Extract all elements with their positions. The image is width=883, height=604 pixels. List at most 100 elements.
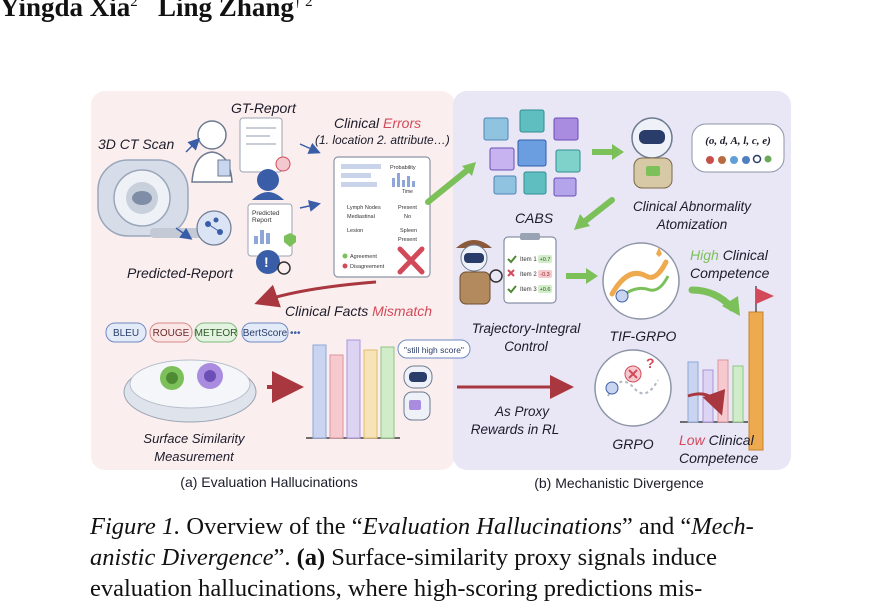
clinical-errors-title: Clinical Errors — [334, 115, 421, 131]
error-cross-icon — [397, 246, 425, 275]
report-row: Mediastinal No — [347, 214, 411, 220]
warning-person-icon: ! — [256, 250, 291, 275]
metric-bleu: BLEU — [113, 328, 139, 339]
caption-line-1: Figure 1. Overview of the “Evaluation Ha… — [90, 511, 810, 542]
right-panel-caption: (b) Mechanistic Divergence — [534, 475, 704, 491]
metrics-more: ••• — [290, 328, 301, 339]
competence-bar — [732, 365, 744, 423]
detective-icon — [456, 240, 503, 305]
metric-meteor: METEOR — [195, 328, 238, 339]
predicted-doc-line2: Report — [252, 217, 272, 224]
score-bar — [329, 354, 344, 439]
low-rest: Clinical — [709, 432, 755, 448]
high-competence-label: Competence — [690, 265, 770, 281]
metric-pills: BLEU ROUGE METEOR BertScore ••• — [105, 322, 301, 343]
mismatch-word: Mismatch — [372, 303, 432, 319]
clinical-errors-note: (1. location 2. attribute…) — [315, 133, 450, 147]
svg-text:Present: Present — [398, 237, 417, 243]
metric-pill — [105, 322, 147, 343]
arrow-to-low — [687, 388, 726, 416]
clinical-errors-word: Errors — [383, 115, 421, 131]
author-affiliation: 2 — [130, 0, 138, 10]
atomization-icons — [706, 154, 772, 164]
clinical-facts-mismatch-label: Clinical Facts Mismatch — [285, 303, 432, 319]
low-word: Low — [679, 432, 706, 448]
similarity-dish-icon — [123, 359, 257, 423]
ct-scanner-icon — [97, 159, 210, 238]
mismatch-arrow — [254, 280, 377, 308]
svg-text:Lymph Nodes: Lymph Nodes — [347, 205, 381, 211]
gt-report-icon — [239, 117, 291, 200]
predicted-doc-line1: Predicted — [252, 210, 280, 217]
report-row: Lesion Spleen — [347, 228, 417, 234]
low-competence-label: Competence — [679, 450, 759, 466]
disagreement-label: Disagreement — [350, 264, 385, 270]
caption-line-3: evaluation hallucinations, where high-sc… — [90, 575, 703, 602]
surface-similarity-line1: Surface Similarity — [143, 431, 246, 446]
gt-report-label: GT-Report — [231, 100, 297, 116]
caption-text: ” and “ — [621, 513, 692, 540]
caption-emphasis: Evaluation Hallucinations — [362, 513, 622, 540]
svg-text:?: ? — [646, 355, 655, 371]
arrow-ct-to-gt — [185, 137, 201, 153]
tif-grpo-icon — [602, 242, 680, 320]
metric-pill — [241, 322, 289, 343]
svg-text:Spleen: Spleen — [400, 228, 417, 234]
robot-icon — [403, 365, 433, 421]
svg-text:No: No — [404, 214, 411, 220]
tif-grpo-label: TIF-GRPO — [610, 328, 677, 344]
metric-rouge: ROUGE — [153, 328, 190, 339]
speech-text: "still high score" — [404, 345, 464, 355]
caption-emphasis: anistic Divergence — [90, 544, 274, 571]
atomization-line2: Atomization — [656, 217, 728, 232]
speech-bubble — [397, 339, 471, 359]
trajectory-line1: Trajectory-Integral — [472, 321, 582, 336]
checklist-score: +0.7 — [540, 257, 551, 263]
overview-figure: 3D CT Scan GT-Report Predicted Report ! — [91, 91, 791, 491]
caption-part-label: (a) — [296, 544, 326, 571]
metric-pill — [194, 322, 238, 343]
time-label: Time — [402, 189, 413, 195]
cabs-label: CABS — [515, 210, 554, 226]
caption-text: ”. — [273, 544, 297, 571]
doctor-icon — [191, 120, 233, 183]
checklist-item: Item 1 — [520, 257, 537, 263]
trajectory-line2: Control — [504, 339, 549, 354]
ai-model-icon — [196, 210, 232, 246]
metric-pill — [149, 322, 193, 343]
score-bar — [346, 339, 361, 439]
caption-text: Surface-similarity proxy signals induce — [325, 544, 718, 571]
predicted-report-icon: Predicted Report — [247, 203, 296, 257]
agreement-label: Agreement — [350, 254, 377, 260]
score-bar — [363, 349, 378, 439]
mismatch-prefix: Clinical Facts — [285, 303, 368, 319]
svg-text:Mediastinal: Mediastinal — [347, 214, 375, 220]
caption-figure-number: Figure 1. — [90, 513, 181, 540]
score-bar — [380, 346, 395, 439]
competence-bar — [717, 359, 729, 423]
arrow-ct-to-pred — [175, 227, 193, 240]
competence-bar — [687, 361, 699, 423]
checklist-score: +0.6 — [540, 287, 551, 293]
author-name: Ling Zhang — [158, 0, 294, 22]
arrow-atom-to-control — [581, 197, 615, 225]
grpo-label: GRPO — [612, 436, 653, 452]
low-competence-title: Low Clinical — [679, 432, 755, 448]
clinical-errors-prefix: Clinical — [334, 115, 380, 131]
author-affiliation: † 2 — [293, 0, 313, 10]
report-row: Present — [398, 237, 417, 243]
formula-text: (o, d, A, l, c, e) — [705, 135, 771, 147]
svg-text:!: ! — [264, 254, 269, 270]
arrow-pred-to-errors — [299, 200, 321, 212]
checklist-item: Item 2 — [520, 272, 537, 278]
figure-caption: Figure 1. Overview of the “Evaluation Ha… — [90, 511, 810, 604]
high-rest: Clinical — [723, 247, 769, 263]
author-name: Yingda Xia — [0, 0, 131, 22]
ct-scan-label: 3D CT Scan — [98, 136, 174, 152]
author-line: Yingda Xia2 Ling Zhang† 2 — [0, 0, 313, 23]
caption-emphasis: Mech- — [691, 513, 754, 540]
proxy-line1: As Proxy — [494, 404, 550, 419]
checklist-clipboard: Item 1 +0.7 Item 2 -0.3 Item 3 +0.6 — [503, 233, 557, 304]
disagreement-dot — [342, 263, 348, 269]
proxy-line2: Rewards in RL — [471, 422, 560, 437]
